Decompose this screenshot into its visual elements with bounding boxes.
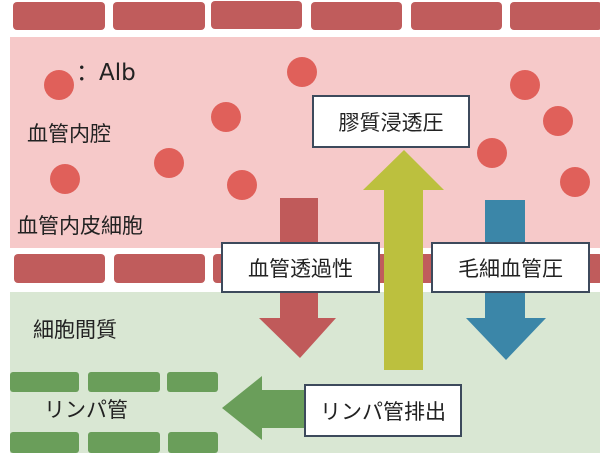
endothelial-cells-label: 血管内皮細胞: [17, 214, 143, 238]
albumin-dot: [154, 148, 184, 178]
oncotic-pressure-box: 膠質浸透圧: [312, 95, 470, 148]
brick: [311, 2, 402, 30]
albumin-dot: [560, 167, 590, 197]
albumin-dot: [211, 102, 241, 132]
lumen-label: 血管内腔: [27, 122, 111, 146]
lymph-brick: [167, 372, 218, 392]
brick: [113, 2, 205, 30]
brick: [211, 1, 302, 29]
capillary-pressure-box: 毛細血管圧: [431, 242, 590, 293]
interstitium-label: 細胞間質: [33, 318, 117, 342]
lymph-drainage-label: リンパ管排出: [320, 399, 446, 424]
lymph-vessel-wall: [10, 372, 218, 453]
lymph-brick: [88, 432, 160, 453]
vascular-permeability-label: 血管透過性: [248, 256, 353, 281]
top-endothelium: [13, 1, 600, 30]
vascular-permeability-box: 血管透過性: [221, 242, 380, 293]
albumin-legend-label: ：Alb: [76, 60, 136, 86]
albumin-dot: [227, 170, 257, 200]
lymph-vessel-label: リンパ管: [44, 398, 128, 422]
lymph-brick: [10, 372, 79, 392]
oncotic-pressure-label: 膠質浸透圧: [338, 110, 444, 135]
lymph-drainage-arrow: [222, 376, 305, 440]
albumin-dot: [50, 164, 80, 194]
albumin-dot: [287, 57, 317, 87]
brick: [114, 254, 205, 283]
albumin-molecules: [44, 57, 590, 200]
albumin-dot: [477, 138, 507, 168]
oncotic-pressure-arrow: [363, 150, 444, 370]
brick: [14, 254, 105, 283]
brick: [13, 2, 105, 30]
albumin-dot: [510, 70, 540, 100]
brick: [510, 2, 600, 30]
lymph-brick: [10, 432, 79, 453]
capillary-pressure-label: 毛細血管圧: [458, 256, 563, 281]
lymph-brick: [168, 432, 218, 453]
lymph-brick: [88, 372, 160, 392]
albumin-legend-dot: [44, 70, 74, 100]
albumin-dot: [543, 106, 573, 136]
brick: [411, 2, 502, 30]
lymph-drainage-box: リンパ管排出: [304, 384, 462, 437]
